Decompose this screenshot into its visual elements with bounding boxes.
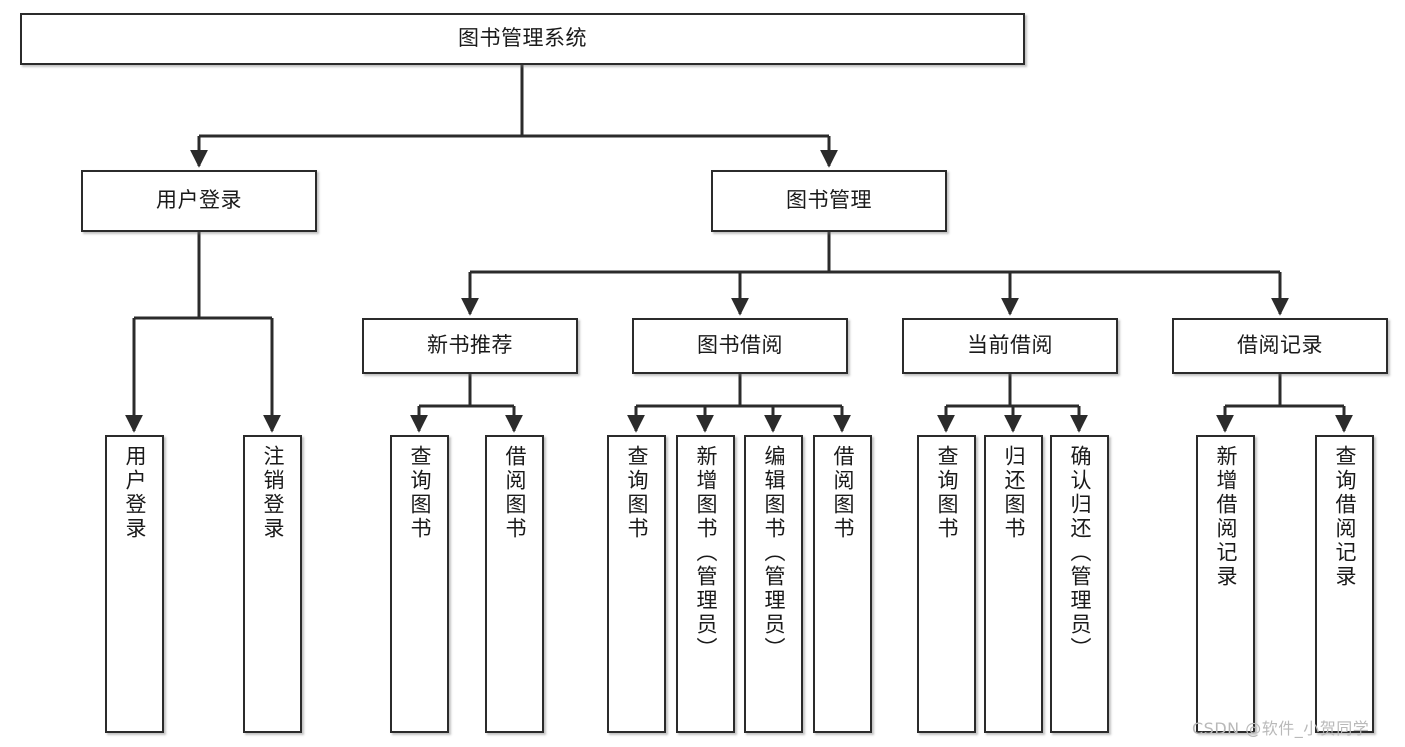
leaf-add-borrow-record-label: 新增借阅记录 (1214, 445, 1238, 589)
leaf-add-borrow-record[interactable]: 新增借阅记录 (1196, 435, 1255, 733)
leaf-query-borrow-record-label: 查询借阅记录 (1333, 445, 1357, 589)
csdn-watermark: CSDN @软件_小贺同学 (1192, 719, 1370, 738)
node-current-borrow[interactable]: 当前借阅 (902, 318, 1118, 374)
leaf-add-book-admin[interactable]: 新增图书（管理员） (676, 435, 735, 733)
leaf-user-login[interactable]: 用户登录 (105, 435, 164, 733)
leaf-borrow-book[interactable]: 借阅图书 (813, 435, 872, 733)
leaf-confirm-return-admin-label: 确认归还（管理员） (1068, 445, 1092, 661)
leaf-user-login-label: 用户登录 (123, 445, 147, 541)
leaf-user-logout-label: 注销登录 (261, 445, 285, 541)
leaf-recommend-query-book[interactable]: 查询图书 (390, 435, 449, 733)
leaf-current-query-book[interactable]: 查询图书 (917, 435, 976, 733)
leaf-return-book[interactable]: 归还图书 (984, 435, 1043, 733)
node-book-management[interactable]: 图书管理 (711, 170, 947, 232)
leaf-recommend-borrow-book[interactable]: 借阅图书 (485, 435, 544, 733)
leaf-borrow-query-book-label: 查询图书 (625, 445, 649, 541)
node-new-book-recommend-label: 新书推荐 (427, 333, 513, 358)
leaf-current-query-book-label: 查询图书 (935, 445, 959, 541)
node-user-login-label: 用户登录 (156, 188, 242, 213)
leaf-recommend-borrow-book-label: 借阅图书 (503, 445, 527, 541)
leaf-query-borrow-record[interactable]: 查询借阅记录 (1315, 435, 1374, 733)
leaf-borrow-book-label: 借阅图书 (831, 445, 855, 541)
node-current-borrow-label: 当前借阅 (967, 333, 1053, 358)
node-root-system-label: 图书管理系统 (458, 26, 587, 51)
leaf-return-book-label: 归还图书 (1002, 445, 1026, 541)
node-book-borrow[interactable]: 图书借阅 (632, 318, 848, 374)
leaf-edit-book-admin-label: 编辑图书（管理员） (762, 445, 786, 661)
node-book-borrow-label: 图书借阅 (697, 333, 783, 358)
node-book-management-label: 图书管理 (786, 188, 872, 213)
leaf-borrow-query-book[interactable]: 查询图书 (607, 435, 666, 733)
node-user-login[interactable]: 用户登录 (81, 170, 317, 232)
leaf-edit-book-admin[interactable]: 编辑图书（管理员） (744, 435, 803, 733)
node-borrow-record[interactable]: 借阅记录 (1172, 318, 1388, 374)
leaf-user-logout[interactable]: 注销登录 (243, 435, 302, 733)
leaf-recommend-query-book-label: 查询图书 (408, 445, 432, 541)
leaf-add-book-admin-label: 新增图书（管理员） (694, 445, 718, 661)
node-borrow-record-label: 借阅记录 (1237, 333, 1323, 358)
node-root-system[interactable]: 图书管理系统 (20, 13, 1025, 65)
node-new-book-recommend[interactable]: 新书推荐 (362, 318, 578, 374)
leaf-confirm-return-admin[interactable]: 确认归还（管理员） (1050, 435, 1109, 733)
